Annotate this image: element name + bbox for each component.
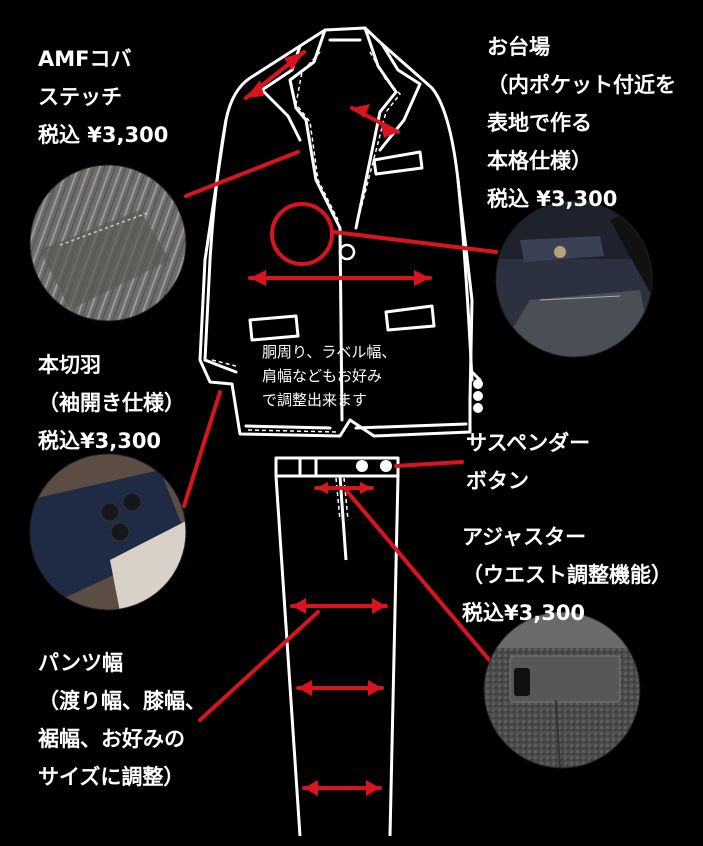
sleeve-button-3 [473, 403, 483, 413]
trousers-stitching [335, 477, 349, 521]
suspender-title-2: ボタン [466, 469, 529, 493]
odaiba-price: 税込 ¥3,300 [487, 187, 618, 211]
suspender-button-2 [380, 460, 392, 472]
honsetsu-price: 税込¥3,300 [38, 429, 162, 453]
odaiba-title: お台場 [487, 35, 550, 59]
note-line-1: 胴周り、ラベル幅、 [262, 343, 397, 361]
amf-price: 税込 ¥3,300 [38, 123, 169, 147]
pants-desc-2: 裾幅、お好みの [38, 727, 185, 751]
suspender-button-1 [356, 460, 368, 472]
odaiba-leader [332, 230, 498, 254]
adjuster-price: 税込¥3,300 [462, 601, 586, 625]
trousers-outline [274, 456, 400, 837]
suspender-label: サスペンダー ボタン [466, 424, 590, 500]
pants-desc-1: （渡り幅、膝幅、 [38, 689, 206, 713]
odaiba-desc-2: 表地で作る [487, 111, 592, 135]
honsetsu-label: 本切羽 （袖開き仕様） 税込¥3,300 [38, 346, 185, 460]
note-line-3: で調整出来ます [262, 391, 368, 409]
adjuster-leader [344, 488, 498, 670]
arrowheads [246, 52, 430, 796]
pants-desc-3: サイズに調整） [38, 765, 185, 789]
pants-leader [198, 610, 320, 722]
body-adjustment-note: 胴周り、ラベル幅、 肩幅などもお好み で調整出来ます [262, 340, 437, 412]
honsetsu-title: 本切羽 [38, 353, 101, 377]
honsetsu-leader [182, 390, 222, 508]
odaiba-desc-3: 本格仕様） [487, 149, 592, 173]
note-line-2: 肩幅などもお好み [262, 367, 383, 385]
amf-leader [184, 150, 300, 198]
odaiba-label: お台場 （内ポケット付近を 表地で作る 本格仕様） 税込 ¥3,300 [487, 28, 676, 218]
suspender-leader [394, 460, 464, 468]
adjuster-photo [484, 612, 640, 768]
sleeve-button-2 [473, 391, 483, 401]
sleeve-button-1 [473, 379, 483, 389]
adjuster-title: アジャスター [462, 525, 587, 549]
pants-title: パンツ幅 [38, 651, 124, 675]
red-annotations [182, 50, 498, 790]
jacket-front-button [338, 243, 356, 261]
odaiba-highlight-circle [270, 202, 334, 266]
jacket-stitching [211, 51, 401, 433]
pants-width-label: パンツ幅 （渡り幅、膝幅、 裾幅、お好みの サイズに調整） [38, 644, 206, 796]
honsetsu-desc: （袖開き仕様） [38, 391, 185, 415]
amf-stitch-label: AMFコバ ステッチ 税込 ¥3,300 [38, 40, 168, 154]
sleeve-button-photo [30, 454, 186, 610]
amf-title: AMFコバ [38, 47, 132, 71]
odaiba-photo [496, 201, 652, 357]
odaiba-desc-1: （内ポケット付近を [487, 73, 676, 97]
adjuster-label: アジャスター （ウエスト調整機能） 税込¥3,300 [462, 518, 672, 632]
adjuster-desc: （ウエスト調整機能） [462, 563, 672, 587]
amf-subtitle: ステッチ [38, 85, 122, 109]
suspender-title: サスペンダー [466, 431, 591, 455]
amf-stitch-photo [30, 165, 186, 321]
